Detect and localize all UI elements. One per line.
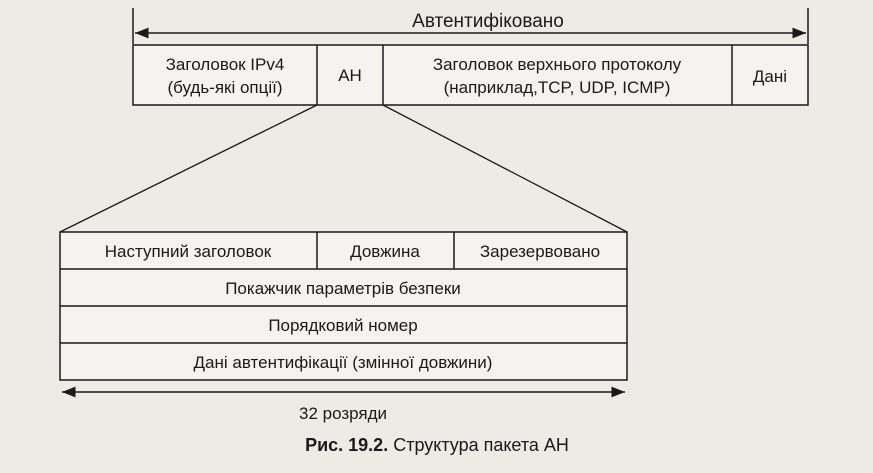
packet-row: Заголовок IPv4 (будь-які опції) AH Загол… [132,44,809,106]
length-label: Довжина [350,242,420,261]
span-label-bg [385,9,593,31]
upper-protocol-example: (наприклад,TCP, UDP, ICMP) [444,78,671,97]
packet-row-frame [132,44,809,106]
width-label: 32 розряди [299,404,387,423]
data-field-label: Дані [753,67,787,86]
ipv4-header-label: Заголовок IPv4 [166,55,285,74]
sequence-number-label: Порядковий номер [268,316,417,335]
expansion-right [382,104,628,233]
caption-number: Рис. 19.2. [305,435,388,455]
reserved-label: Зарезервовано [480,242,600,261]
next-header-label: Наступний заголовок [105,242,272,261]
ah-field-label: AH [338,66,362,85]
width-indicator: 32 розряди [62,386,625,423]
auth-data-label: Дані автентифікації (змінної довжини) [194,353,493,372]
expansion-left [59,104,318,233]
ipv4-options-label: (будь-які опції) [167,78,282,97]
spi-label: Покажчик параметрів безпеки [225,279,461,298]
figure-caption: Рис. 19.2. Структура пакета AH [305,435,569,455]
upper-protocol-label: Заголовок верхнього протоколу [433,55,682,74]
authenticated-span: Автентифіковано [132,8,809,44]
caption-text: Структура пакета AH [388,435,569,455]
authenticated-label: Автентифіковано [412,11,564,32]
ah-header-table: Наступний заголовок Довжина Зарезервован… [59,231,628,381]
expansion-lines [59,104,628,233]
